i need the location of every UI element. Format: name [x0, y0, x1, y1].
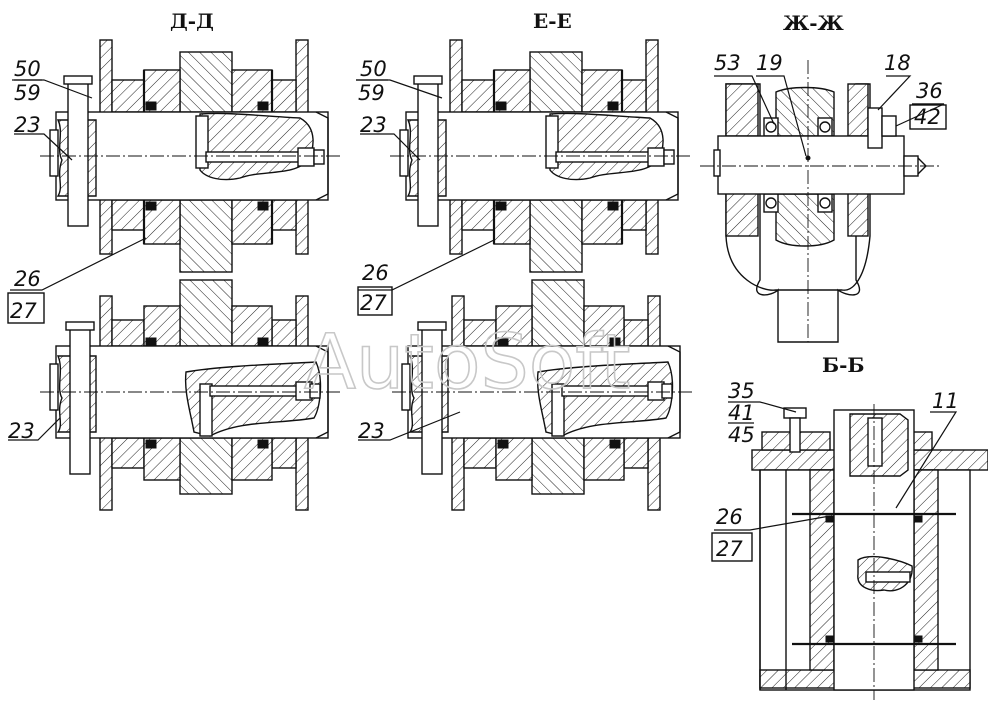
callout-42: 42: [914, 105, 941, 129]
callout-23: 23: [14, 113, 41, 137]
callout-18: 18: [884, 51, 911, 75]
callout-11: 11: [932, 389, 959, 413]
section-title-b: Б-Б: [822, 353, 864, 377]
section-title-d: Д-Д: [170, 9, 214, 33]
callout-50: 50: [360, 57, 387, 81]
callout-26: 26: [14, 267, 41, 291]
section-e-top: [388, 38, 692, 274]
section-d-top: [38, 38, 342, 274]
callout-19: 19: [756, 51, 783, 75]
leader-lines: [8, 75, 958, 531]
callout-23: 23: [8, 419, 35, 443]
callout-26: 26: [362, 261, 389, 285]
callout-59: 59: [14, 81, 41, 105]
callout-26: 26: [716, 505, 743, 529]
callout-41: 41: [728, 401, 755, 425]
callout-45: 45: [728, 423, 755, 447]
section-b: [751, 404, 988, 700]
section-title-zh: Ж-Ж: [783, 11, 845, 35]
callout-36: 36: [916, 79, 943, 103]
callout-27: 27: [716, 537, 743, 561]
callout-35: 35: [728, 379, 755, 403]
callout-59: 59: [358, 81, 385, 105]
callout-27: 27: [10, 299, 37, 323]
callout-23: 23: [360, 113, 387, 137]
callout-23: 23: [358, 419, 385, 443]
callout-53: 53: [714, 51, 741, 75]
watermark: AutoSoft: [304, 317, 630, 406]
callout-50: 50: [14, 57, 41, 81]
callout-27: 27: [360, 291, 387, 315]
section-d-bottom: [39, 279, 341, 511]
section-zh: [700, 60, 940, 343]
section-title-e: Е-Е: [533, 9, 572, 33]
